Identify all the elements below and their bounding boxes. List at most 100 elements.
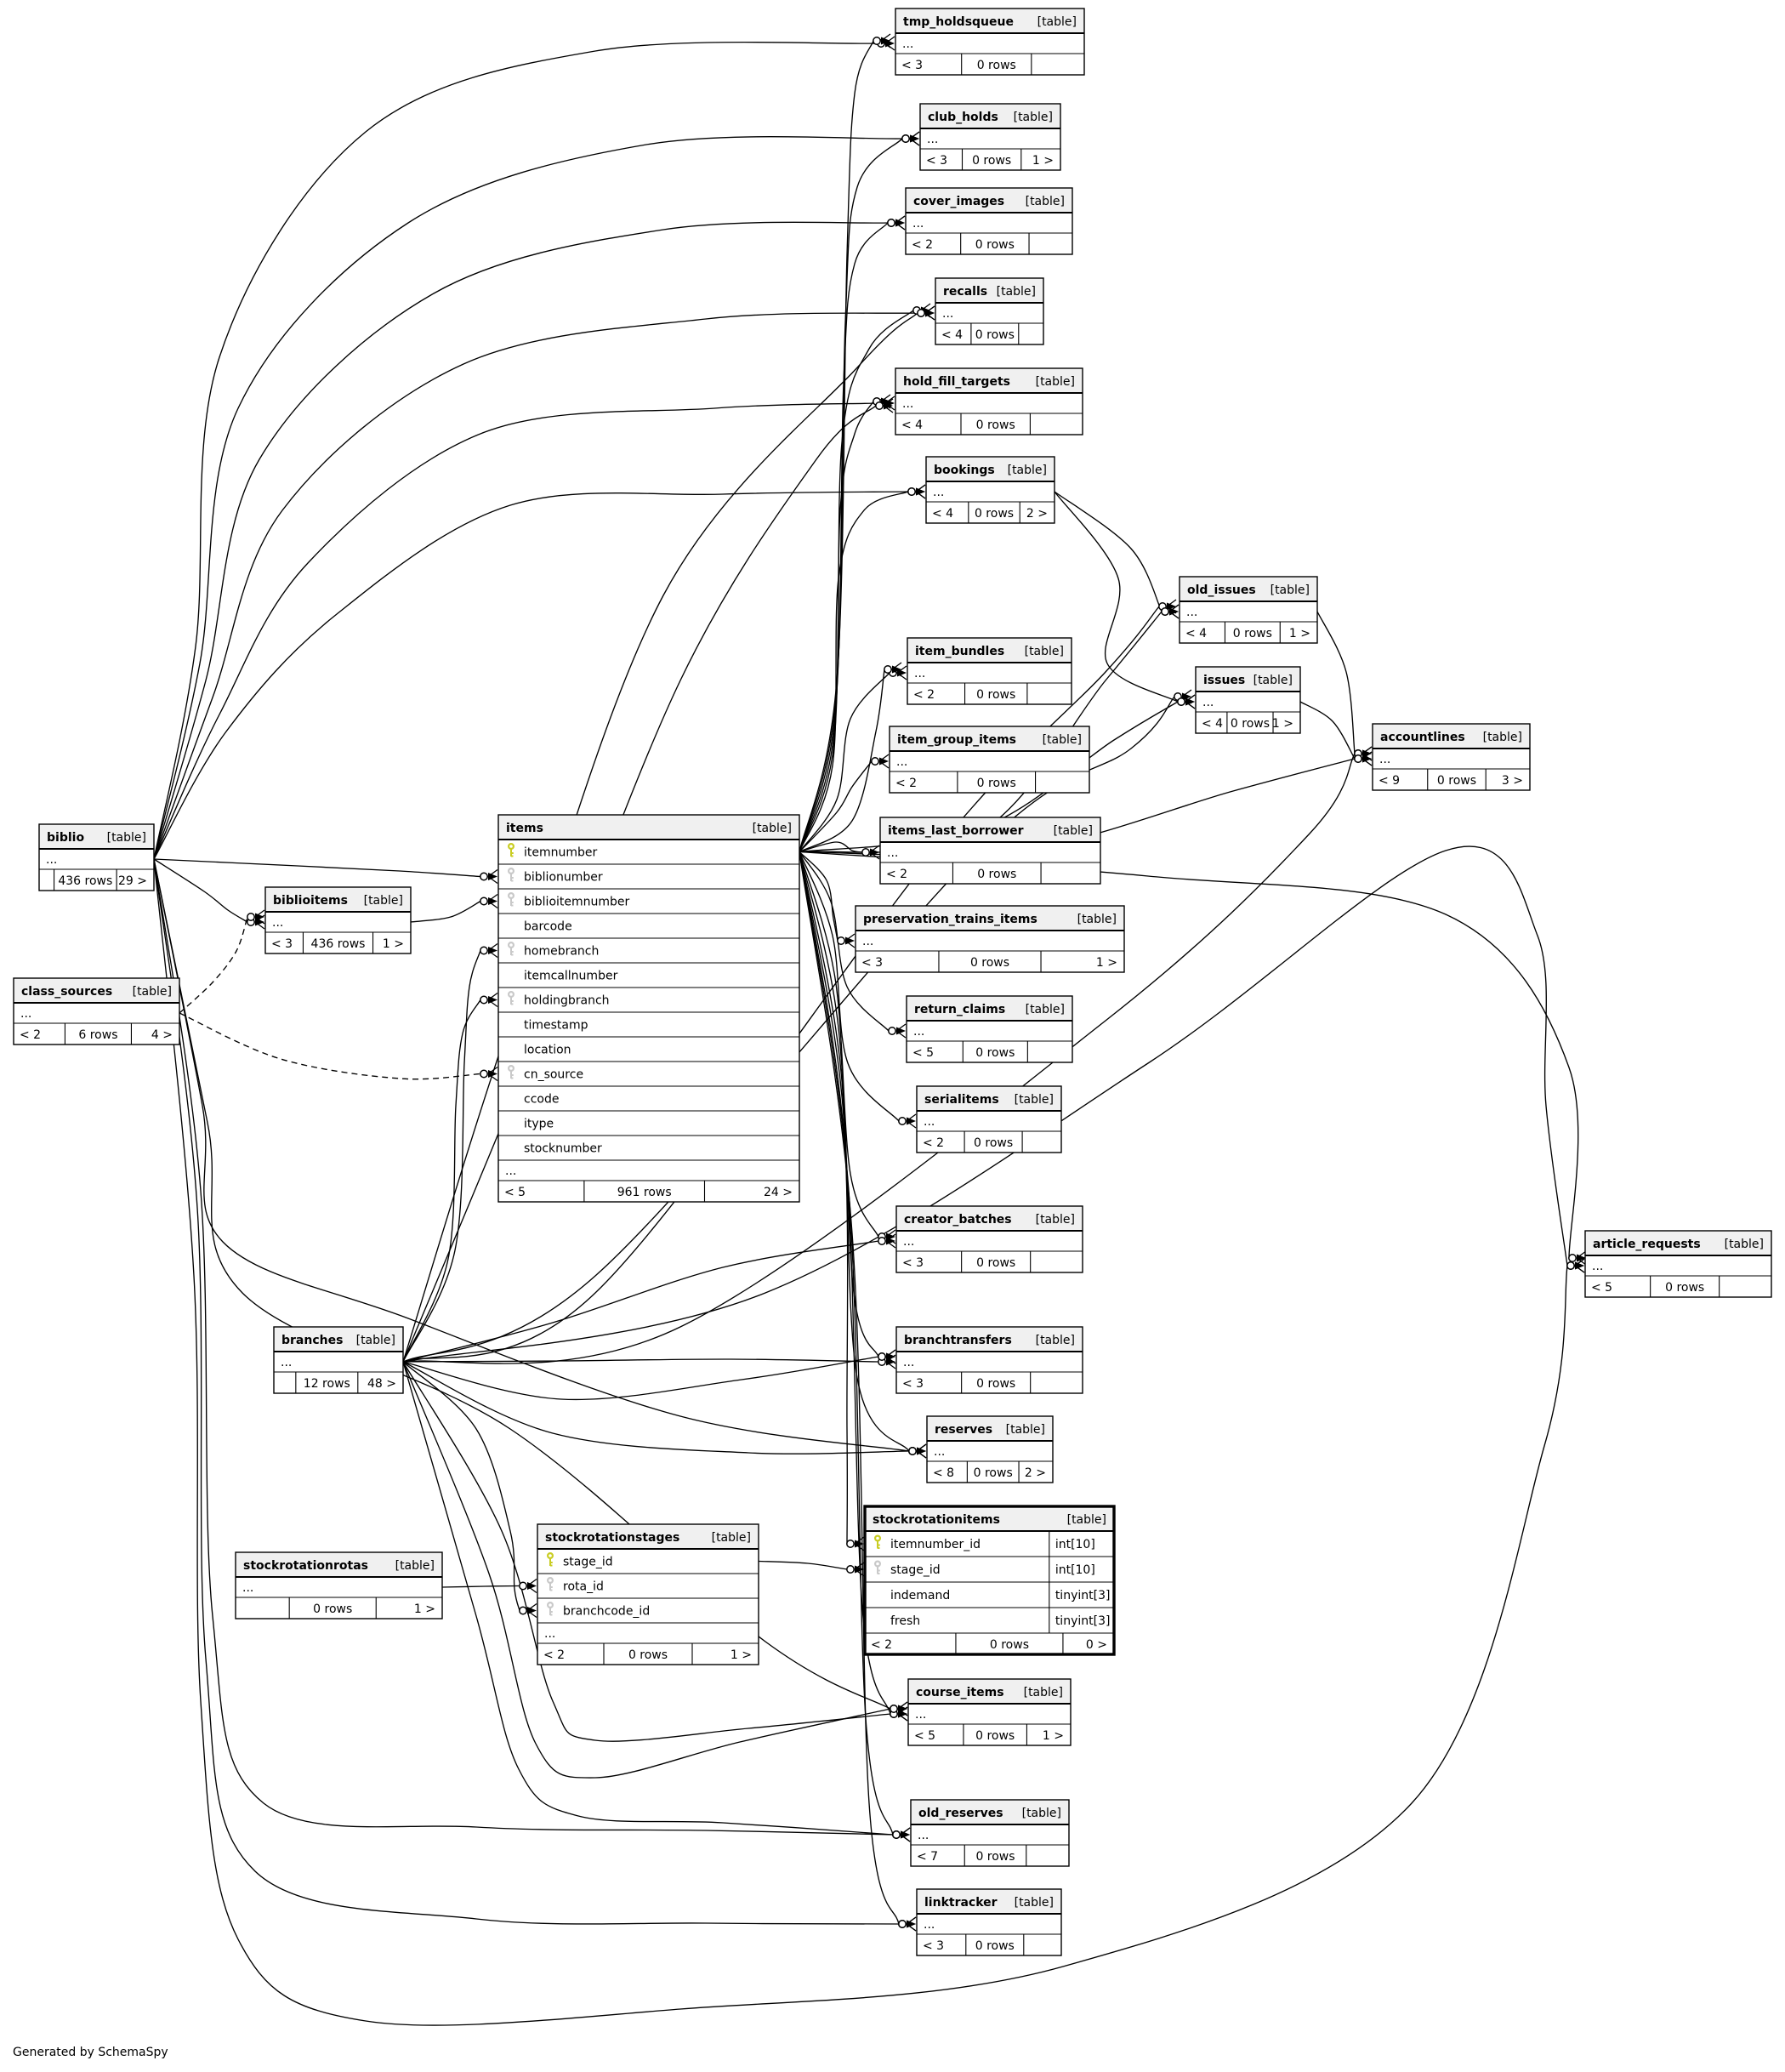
column-name: rota_id [563, 1580, 604, 1594]
footer-row-count: 0 rows [976, 1377, 1015, 1391]
key-stem [510, 898, 514, 907]
crowfoot-arrow [1167, 602, 1176, 611]
relationship-edge-bookings-issues [1054, 491, 1179, 703]
relationship-edge-items-item_bundles [799, 669, 885, 853]
table-header [895, 9, 1084, 33]
column-name: branchcode_id [563, 1605, 650, 1619]
table-name: return_claims [914, 1003, 1005, 1016]
footer-children-count: < 3 [271, 937, 293, 951]
ellipsis-row: ... [281, 1356, 292, 1369]
relationship-edge-branches-branchtransfers [402, 1358, 879, 1363]
ellipsis-row: ... [544, 1627, 555, 1641]
footer-children-count: < 2 [871, 1638, 892, 1652]
key-icon [507, 941, 514, 956]
relationship-edge-biblio-cover_images [153, 221, 889, 860]
table-name: branches [281, 1334, 343, 1347]
crowfoot-marker [480, 942, 498, 959]
footer-children-count: < 2 [923, 1136, 944, 1150]
footer-children-count: < 8 [933, 1466, 954, 1480]
ellipsis-row: ... [1202, 696, 1214, 709]
table-outline [935, 277, 1044, 345]
footer-children-count: < 2 [912, 238, 933, 252]
footer-dividers [952, 862, 1042, 884]
crowfoot-marker [884, 662, 902, 677]
key-stem [877, 1566, 880, 1574]
ellipsis-row: ... [924, 1918, 935, 1932]
table-stockrotationstages[interactable]: stockrotationstages[table]stage_idrota_i… [537, 1523, 759, 1665]
crowfoot-arrow [881, 397, 890, 406]
key-head [507, 1064, 514, 1072]
edge-marker-layer [247, 33, 1587, 1932]
key-icon [546, 1601, 554, 1616]
key-icon [546, 1576, 554, 1591]
footer-row-count: 0 rows [975, 1939, 1015, 1953]
footer-dividers [964, 1845, 1027, 1866]
footer-parents-count: 1 > [1289, 627, 1310, 640]
zero-or-many-circle [1568, 1254, 1577, 1262]
table-header [906, 188, 1072, 213]
footer-row-count: 0 rows [976, 418, 1015, 432]
table-header [1196, 667, 1300, 692]
zero-or-many-circle [888, 1027, 896, 1035]
crowfoot-arrow [917, 1447, 926, 1455]
relationship-edge-items-items_last_borrower [799, 841, 863, 853]
crowfoot-arrow [886, 1352, 895, 1361]
table-tag: [table] [1077, 913, 1117, 926]
ellipsis-row: ... [927, 133, 938, 146]
relationship-edge-biblio-tmp_holdsqueue [153, 41, 878, 860]
table-name: tmp_holdsqueue [903, 15, 1014, 29]
ellipsis-row: ... [924, 1115, 935, 1129]
footer-parents-count: 1 > [1096, 956, 1117, 970]
table-header [880, 817, 1100, 842]
table-header [1585, 1231, 1771, 1255]
footer-dividers [961, 1251, 1032, 1272]
key-stem [510, 874, 514, 882]
footer-row-count: 0 rows [975, 1729, 1015, 1743]
table-tag: [table] [1725, 1238, 1764, 1251]
table-items[interactable]: items[table]itemnumberbiblionumberbiblio… [497, 814, 800, 1203]
footer-parents-count: 1 > [383, 937, 404, 951]
crowfoot-marker [901, 131, 920, 146]
relationship-edge-items-bookings [799, 491, 909, 852]
footer-dividers [970, 323, 1020, 344]
key-icon [873, 1534, 881, 1549]
footer-children-count: < 3 [902, 1256, 924, 1270]
ellipsis-row: ... [912, 217, 924, 231]
table-name: old_issues [1187, 583, 1256, 597]
table-outline [925, 456, 1055, 524]
zero-or-many-circle [890, 1705, 898, 1713]
relationship-edge-branches-old_reserves [402, 1361, 894, 1836]
footer-row-count: 0 rows [976, 1256, 1015, 1270]
ellipsis-row: ... [902, 37, 913, 51]
column-name: itemcallnumber [524, 970, 618, 983]
footer-children-count: < 3 [861, 956, 883, 970]
